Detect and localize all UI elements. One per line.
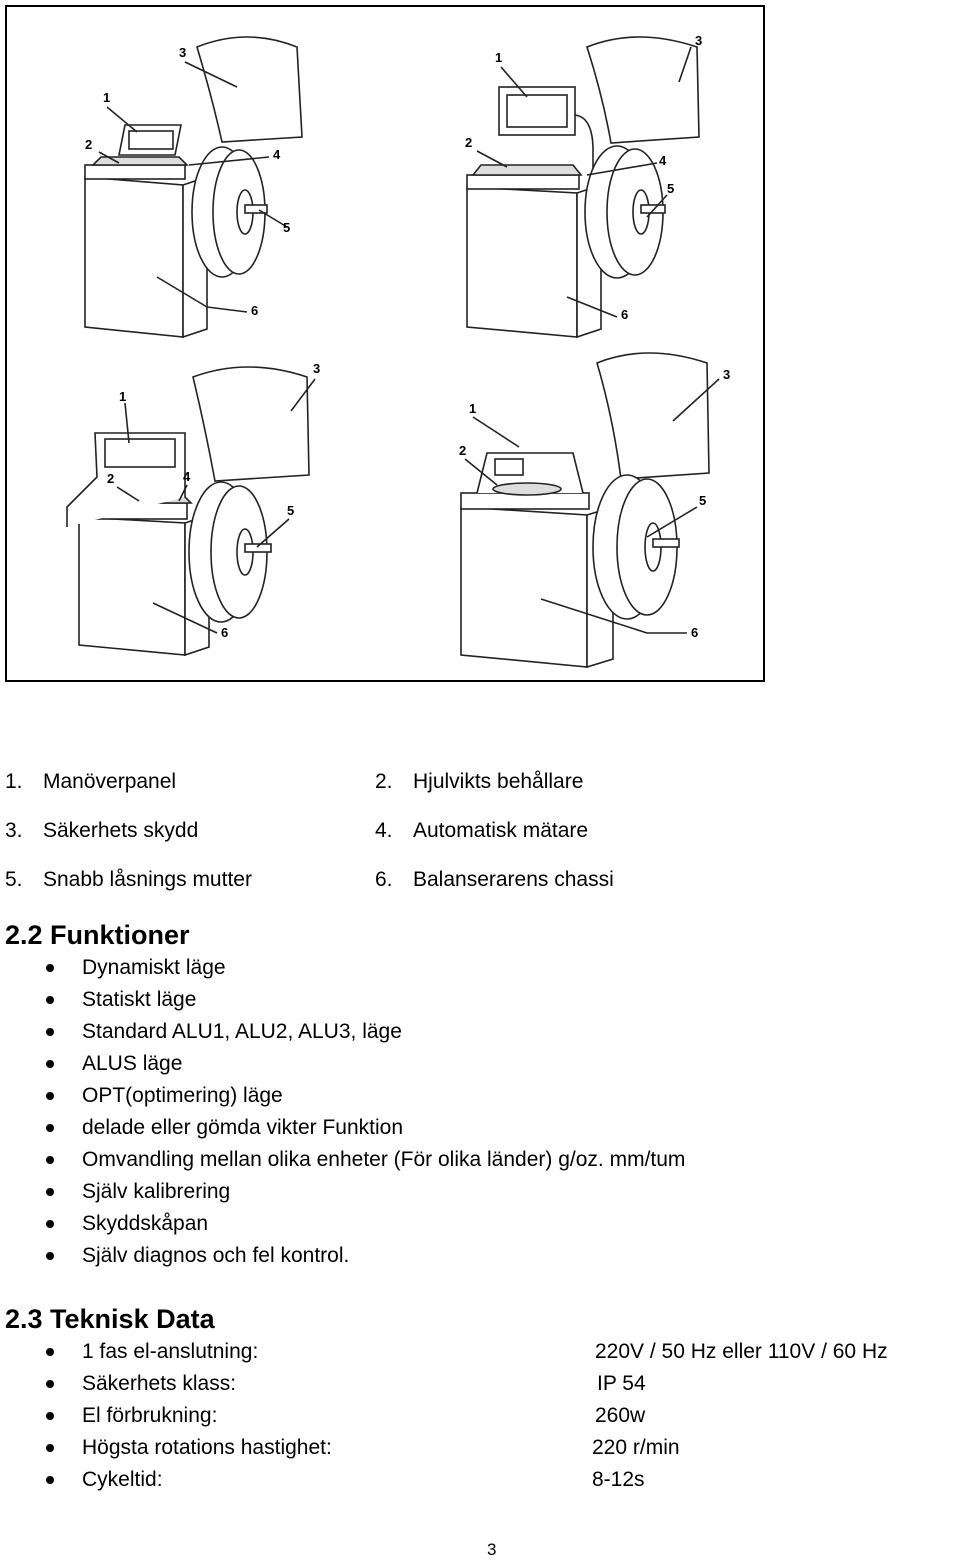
bullet-icon (46, 1092, 54, 1100)
list-item: delade eller gömda vikter Funktion (5, 1112, 960, 1144)
legend-row: 3.Säkerhets skydd 4.Automatisk mätare (5, 819, 705, 868)
bullet-icon (46, 1220, 54, 1228)
legend-entry: 2.Hjulvikts behållare (375, 770, 584, 793)
tech-section: 2.3 Teknisk Data 1 fas el-anslutning: 220… (5, 1302, 960, 1496)
list-item: ALUS läge (5, 1048, 960, 1080)
svg-text:5: 5 (287, 503, 294, 518)
bullet-icon (46, 1156, 54, 1164)
list-item: Standard ALU1, ALU2, ALU3, läge (5, 1016, 960, 1048)
functions-section: 2.2 Funktioner Dynamiskt läge Statiskt l… (5, 918, 960, 1272)
svg-text:1: 1 (119, 389, 126, 404)
svg-text:6: 6 (251, 303, 258, 318)
spec-value: 220V / 50 Hz eller 110V / 60 Hz (595, 1340, 888, 1363)
legend-entry: 6.Balanserarens chassi (375, 868, 614, 891)
legend-row: 1.Manöverpanel 2.Hjulvikts behållare (5, 770, 705, 819)
list-item: Själv diagnos och fel kontrol. (5, 1240, 960, 1272)
bullet-icon (46, 1252, 54, 1260)
svg-text:5: 5 (283, 220, 290, 235)
legend-entry: 4.Automatisk mätare (375, 819, 589, 842)
functions-title: 2.2 Funktioner (5, 920, 190, 950)
tech-title: 2.3 Teknisk Data (5, 1304, 215, 1334)
spec-value: 260w (595, 1404, 646, 1427)
legend-entry: 1.Manöverpanel (5, 770, 177, 793)
svg-text:1: 1 (495, 50, 502, 65)
machine-bottom-right: 3 1 2 5 6 (459, 352, 730, 669)
bullet-icon (46, 1380, 54, 1388)
bullet-icon (46, 996, 54, 1004)
parts-legend: 1.Manöverpanel 2.Hjulvikts behållare 3.S… (5, 770, 705, 917)
svg-text:6: 6 (691, 625, 698, 640)
bullet-icon (46, 964, 54, 972)
bullet-icon (46, 1476, 54, 1484)
spec-row: Säkerhets klass: IP 54 (5, 1368, 960, 1400)
svg-text:6: 6 (221, 625, 228, 640)
svg-text:3: 3 (179, 45, 186, 60)
legend-entry: 5.Snabb låsnings mutter (5, 868, 252, 891)
svg-text:5: 5 (699, 493, 706, 508)
list-item: Omvandling mellan olika enheter (För oli… (5, 1144, 960, 1176)
spec-row: 1 fas el-anslutning: 220V / 50 Hz eller 1… (5, 1336, 960, 1368)
svg-text:3: 3 (695, 33, 702, 48)
spec-row: Cykeltid: 8-12s (5, 1464, 960, 1496)
spec-label: Säkerhets klass: (82, 1372, 237, 1395)
legend-entry: 3.Säkerhets skydd (5, 819, 199, 842)
bullet-icon (46, 1412, 54, 1420)
svg-text:4: 4 (273, 147, 281, 162)
spec-label: Cykeltid: (82, 1468, 163, 1491)
list-item: OPT(optimering) läge (5, 1080, 960, 1112)
spec-row: Högsta rotations hastighet: 220 r/min (5, 1432, 960, 1464)
balancer-figure: 3 1 2 4 5 6 (5, 5, 765, 682)
list-item: Skyddskåpan (5, 1208, 960, 1240)
bullet-icon (46, 1124, 54, 1132)
list-item: Dynamiskt läge (5, 952, 960, 984)
svg-text:6: 6 (621, 307, 628, 322)
functions-list: Dynamiskt läge Statiskt läge Standard AL… (5, 952, 960, 1272)
svg-text:1: 1 (103, 90, 110, 105)
list-item: Själv kalibrering (5, 1176, 960, 1208)
spec-value: 220 r/min (592, 1436, 680, 1459)
svg-text:2: 2 (459, 443, 466, 458)
balancer-illustrations: 3 1 2 4 5 6 (66, 33, 730, 669)
spec-label: El förbrukning: (82, 1404, 218, 1427)
svg-text:3: 3 (723, 367, 730, 382)
svg-text:2: 2 (85, 137, 92, 152)
svg-text:4: 4 (659, 153, 667, 168)
svg-text:5: 5 (667, 181, 674, 196)
tech-list: 1 fas el-anslutning: 220V / 50 Hz eller 1… (5, 1336, 960, 1496)
bullet-icon (46, 1444, 54, 1452)
svg-text:2: 2 (465, 135, 472, 150)
svg-text:4: 4 (183, 469, 191, 484)
machine-top-left: 3 1 2 4 5 6 (84, 36, 303, 339)
spec-value: IP 54 (597, 1372, 646, 1395)
svg-text:2: 2 (107, 471, 114, 486)
machine-bottom-left: 1 3 2 4 5 6 (66, 361, 320, 657)
spec-row: El förbrukning: 260w (5, 1400, 960, 1432)
bullet-icon (46, 1060, 54, 1068)
svg-text:1: 1 (469, 401, 476, 416)
page-number: 3 (487, 1540, 497, 1559)
bullet-icon (46, 1188, 54, 1196)
bullet-icon (46, 1348, 54, 1356)
machine-top-right: 1 3 2 4 5 6 (465, 33, 702, 339)
spec-label: 1 fas el-anslutning: (82, 1340, 259, 1363)
spec-value: 8-12s (592, 1468, 645, 1491)
svg-text:3: 3 (313, 361, 320, 376)
bullet-icon (46, 1028, 54, 1036)
legend-row: 5.Snabb låsnings mutter 6.Balanserarens … (5, 868, 705, 917)
list-item: Statiskt läge (5, 984, 960, 1016)
spec-label: Högsta rotations hastighet: (82, 1436, 332, 1459)
